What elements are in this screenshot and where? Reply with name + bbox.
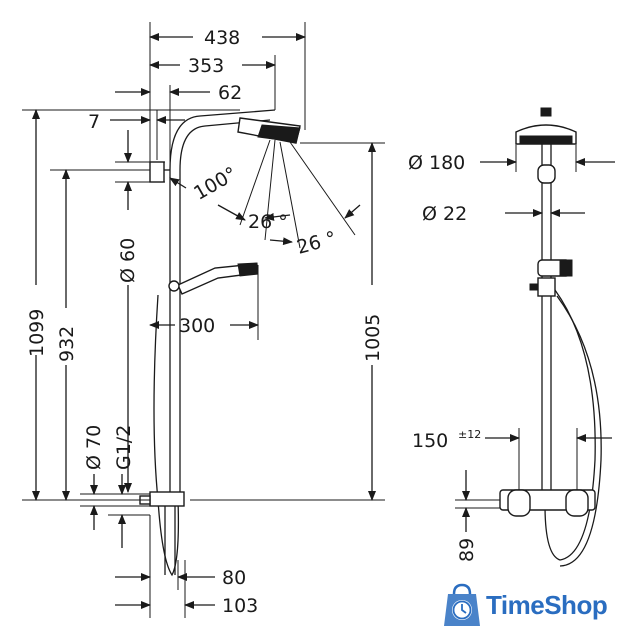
timeshop-watermark: TimeShop [440,580,630,630]
thermostat-side [149,491,185,507]
dim-150: 150 [412,430,448,452]
dim-80: 80 [222,567,246,589]
dim-353: 353 [188,55,224,77]
dim-150-tolerance: ±12 [458,428,481,441]
hand-shower-holder [168,280,180,292]
dim-d22: Ø 22 [422,203,467,225]
front-view: Ø 180 Ø 22 150 ±12 89 [408,107,615,567]
side-view: 438 353 62 7 100° 26 ° 26 ° Ø 60 [22,22,385,618]
watermark-text: TimeShop [486,589,608,620]
front-hose [544,289,596,561]
dim-932: 932 [56,326,78,362]
dim-g12: G1/2 [113,425,135,470]
shower-head-face [257,124,301,143]
dim-d70: Ø 70 [83,425,105,470]
shower-arm [169,109,276,171]
dim-1005: 1005 [362,314,384,362]
dim-300: 300 [179,315,215,337]
dim-438: 438 [204,27,240,49]
clock-bag-icon [444,583,480,626]
wall-bracket-top [149,161,165,183]
dim-26b: 26 ° [294,227,338,259]
dim-1099: 1099 [26,309,48,357]
dim-7: 7 [88,111,100,133]
front-riser [541,144,552,495]
dim-26a: 26 ° [248,211,288,233]
front-head-cap [540,107,552,117]
dim-100deg: 100° [190,163,241,205]
dim-103: 103 [222,595,258,617]
dim-d60: Ø 60 [117,238,139,283]
dim-d180: Ø 180 [408,152,465,174]
riser-pipe [169,170,181,495]
dim-62: 62 [218,82,242,104]
hose [153,294,180,577]
dim-89: 89 [456,538,478,562]
